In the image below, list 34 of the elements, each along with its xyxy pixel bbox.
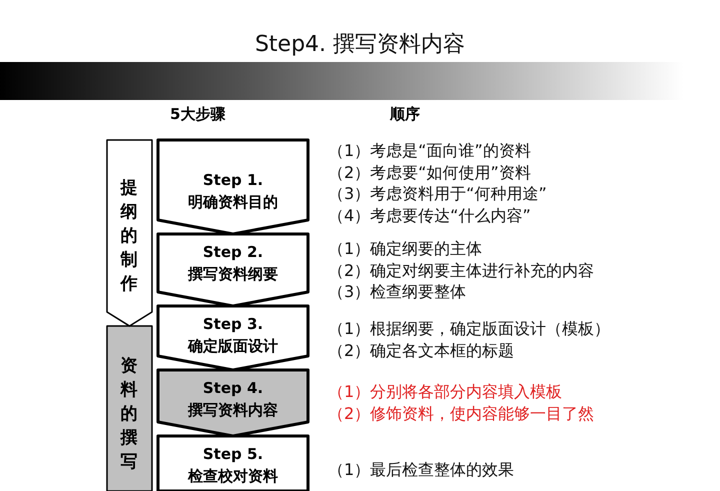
phase-band	[107, 140, 152, 326]
phase-band	[107, 326, 152, 491]
step-detail: （4）考虑要传达“什么内容”	[328, 206, 531, 226]
vertical-label: 提纲的制作	[120, 177, 138, 296]
step-number: Step 1.	[202, 170, 264, 190]
step-number: Step 4.	[202, 378, 264, 398]
step-box	[158, 436, 308, 491]
step-detail: （1）根据纲要，确定版面设计（模板）	[328, 319, 610, 339]
step-detail: （2）考虑要“如何使用”资料	[328, 162, 531, 182]
step-detail: （3）考虑资料用于“何种用途”	[328, 184, 547, 204]
step-box	[158, 306, 308, 370]
step-detail: （2）确定各文本框的标题	[328, 340, 514, 360]
step-title: 检查校对资料	[186, 466, 279, 486]
step-detail: （1）考虑是“面向谁”的资料	[328, 141, 531, 161]
step-title: 确定版面设计	[186, 336, 279, 356]
column-header: 5大步骤	[170, 104, 226, 124]
step-title: 明确资料目的	[187, 192, 279, 212]
step-box	[158, 234, 308, 306]
step-detail: （1）最后检查整体的效果	[328, 460, 514, 480]
title: Step4. 撰写资料内容	[254, 31, 466, 59]
step-detail: （1）确定纲要的主体	[328, 239, 482, 259]
step-number: Step 5.	[202, 444, 264, 464]
step-detail: （3）检查纲要整体	[328, 282, 466, 302]
vertical-label: 资料的撰写	[120, 355, 138, 474]
step-box	[158, 370, 308, 436]
step-title: 撰写资料内容	[186, 400, 279, 420]
step-number: Step 3.	[202, 314, 264, 334]
step-detail: （1）分别将各部分内容填入模板	[328, 382, 562, 402]
step-detail: （2）修饰资料，使内容能够一目了然	[328, 404, 594, 424]
step-title: 撰写资料纲要	[186, 264, 279, 284]
step-detail: （2）确定对纲要主体进行补充的内容	[328, 260, 594, 280]
step-box	[158, 140, 308, 234]
column-header: 顺序	[390, 104, 420, 124]
step-number: Step 2.	[202, 242, 264, 262]
